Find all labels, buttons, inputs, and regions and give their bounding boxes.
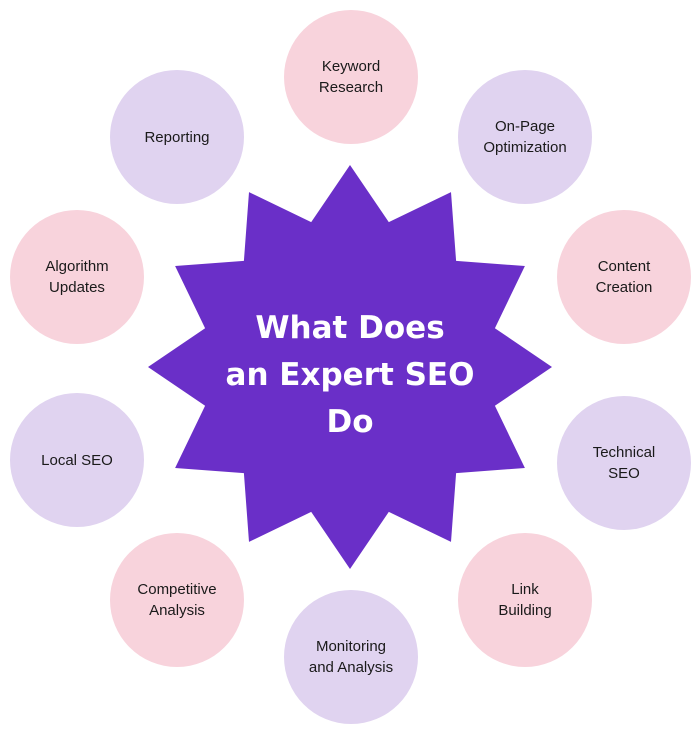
node-link-building: Link Building	[458, 533, 592, 667]
node-reporting: Reporting	[110, 70, 244, 204]
node-label: Keyword Research	[318, 58, 384, 96]
node-keyword-research: Keyword Research	[284, 10, 418, 144]
node-local-seo: Local SEO	[10, 393, 144, 527]
node-on-page-optimization: On-Page Optimization	[458, 70, 592, 204]
node-label: Content Creation	[595, 258, 653, 296]
node-label: Algorithm Updates	[45, 258, 109, 296]
center-title: What Does an Expert SEO Do	[225, 310, 475, 440]
node-label: Competitive Analysis	[137, 581, 217, 619]
center-star-shape	[148, 165, 552, 569]
node-label: Local SEO	[41, 451, 113, 469]
node-label: Link Building	[498, 581, 552, 619]
node-technical-seo: Technical SEO	[557, 396, 691, 530]
node-algorithm-updates: Algorithm Updates	[10, 210, 144, 344]
node-label: Reporting	[144, 128, 210, 146]
node-label: Technical SEO	[592, 444, 656, 482]
node-competitive-analysis: Competitive Analysis	[110, 533, 244, 667]
node-monitoring-and-analysis: Monitoring and Analysis	[284, 590, 418, 724]
node-label: Monitoring and Analysis	[308, 638, 394, 676]
node-content-creation: Content Creation	[557, 210, 691, 344]
node-label: On-Page Optimization	[483, 118, 567, 156]
